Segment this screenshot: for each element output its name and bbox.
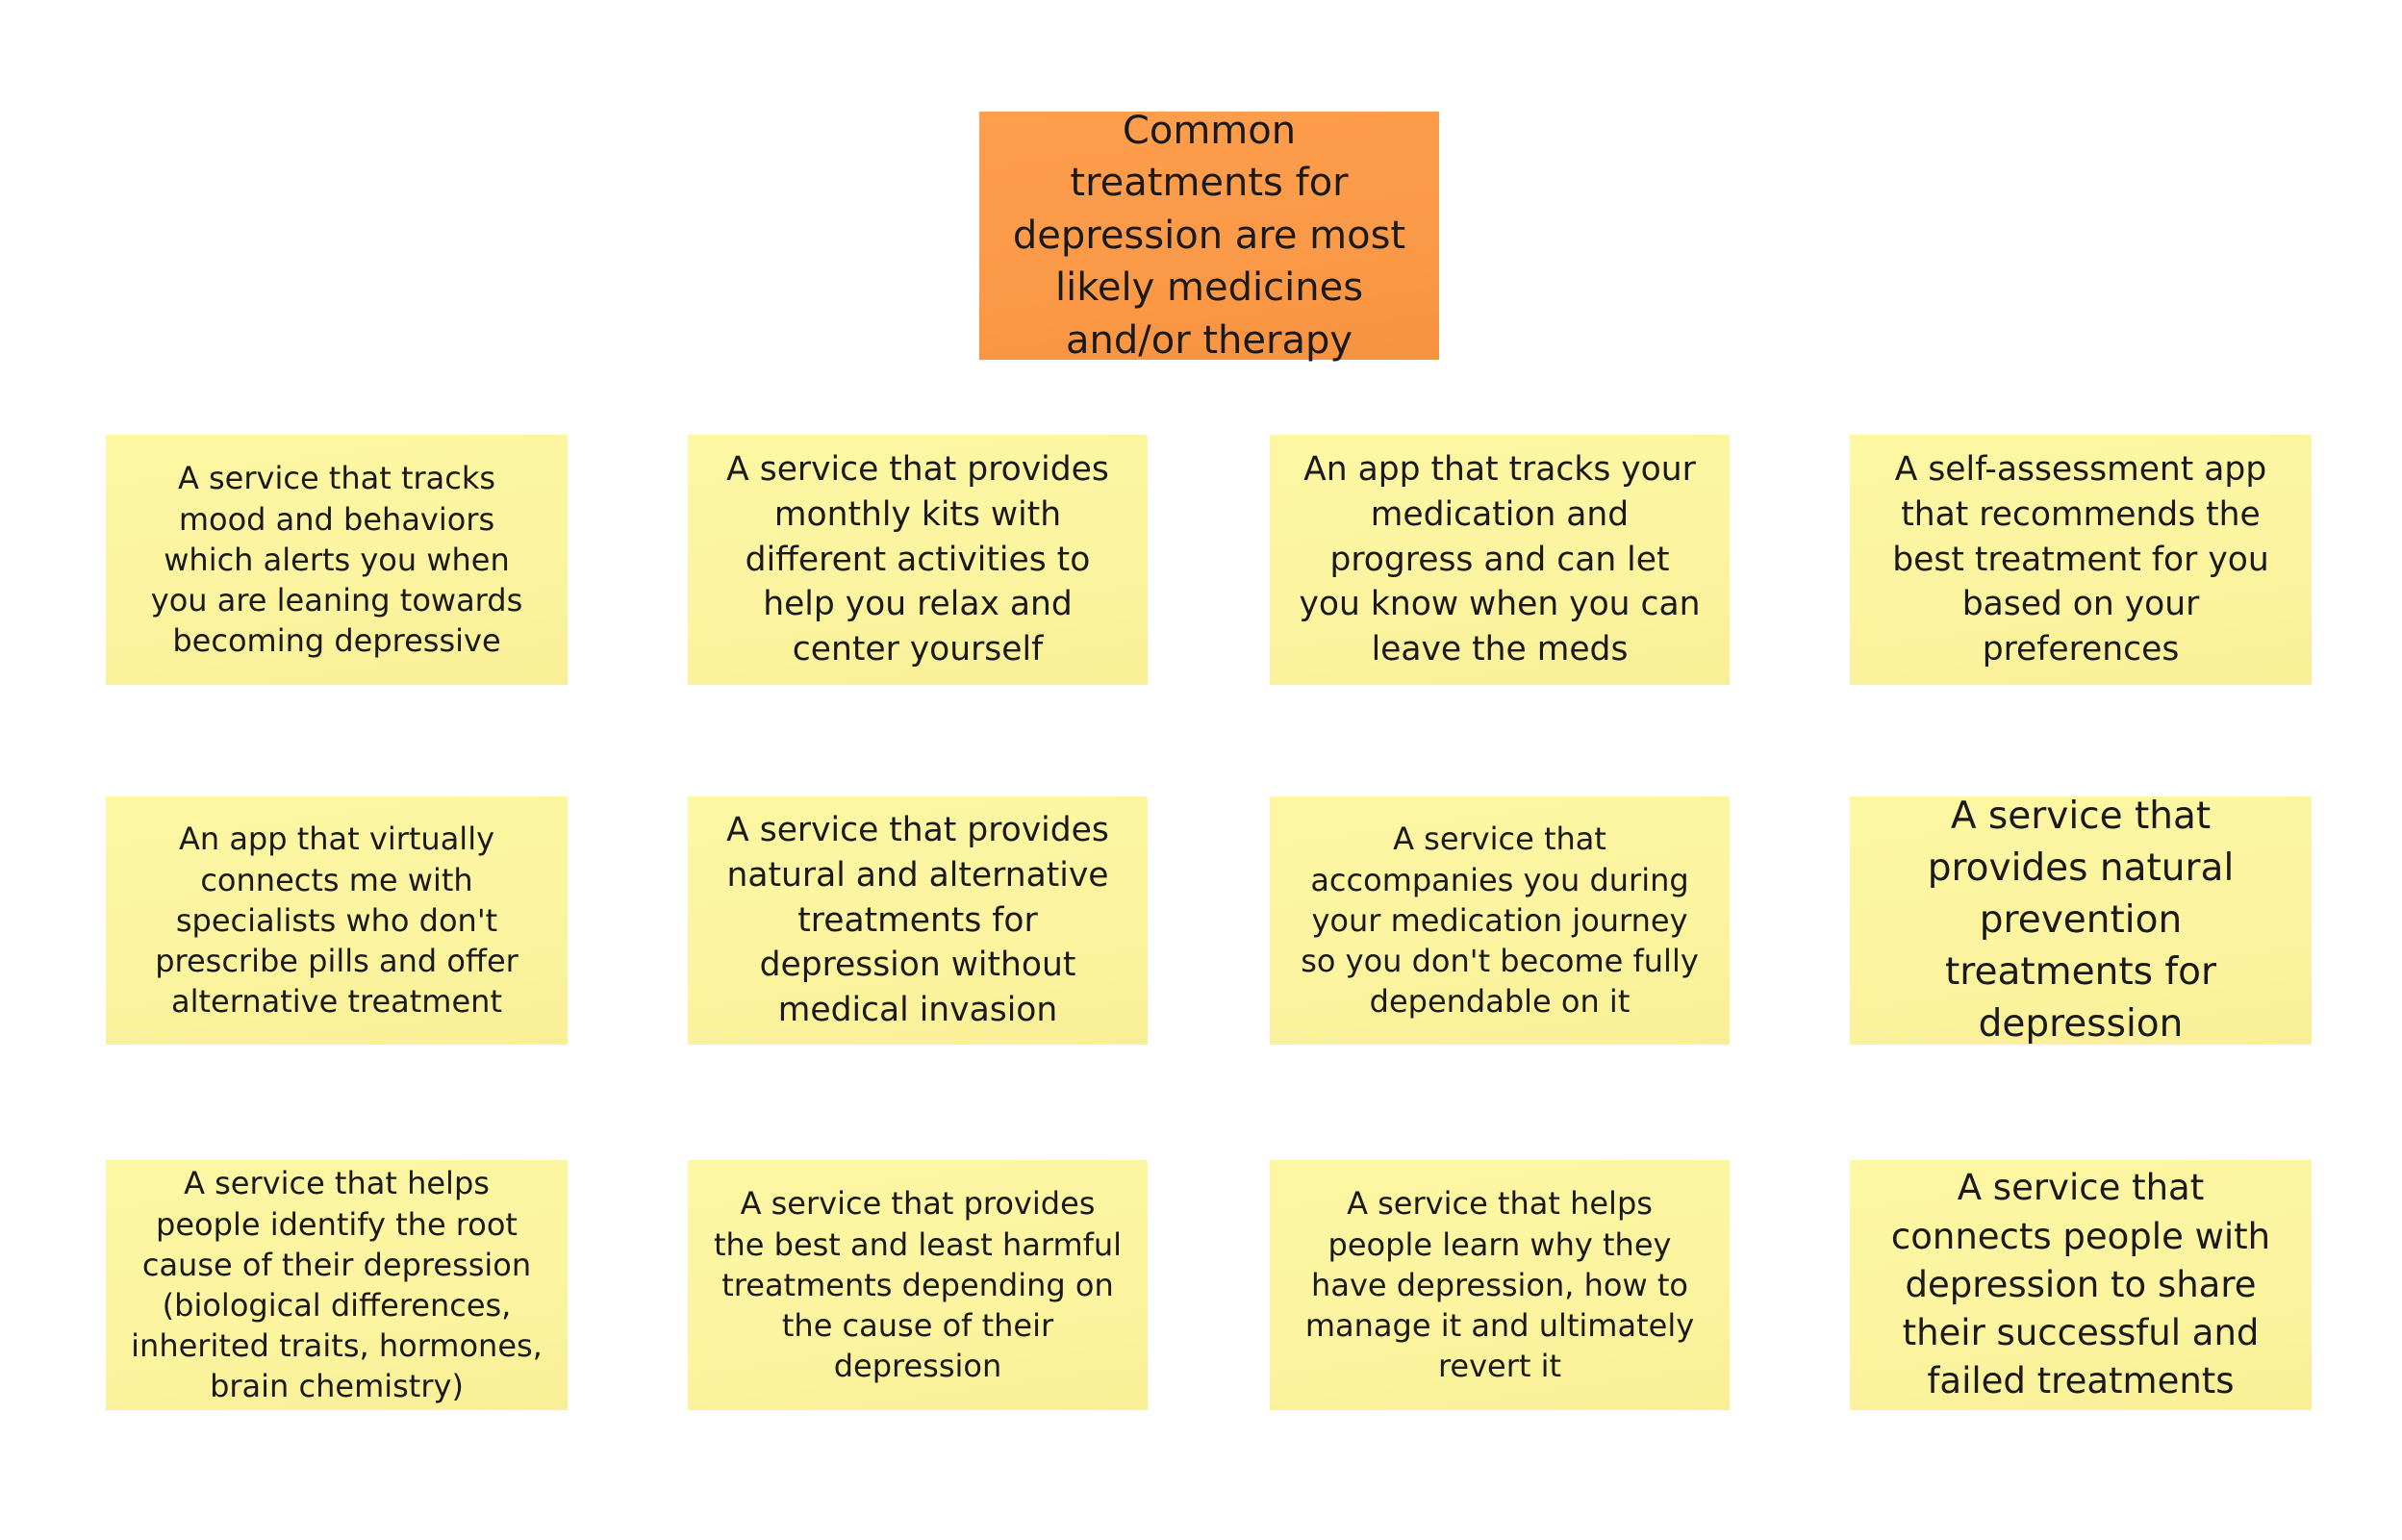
sticky-note-share-treatments[interactable]: A service that connects people with depr… — [1850, 1160, 2312, 1410]
sticky-note-text: A service that tracks mood and behaviors… — [150, 460, 523, 660]
sticky-note-medication-journey[interactable]: A service that accompanies you during yo… — [1270, 796, 1730, 1045]
sticky-note-text: A service that provides the best and lea… — [713, 1185, 1123, 1385]
sticky-note-text: A service that provides natural preventi… — [1927, 795, 2235, 1046]
sticky-note-text: A service that connects people with depr… — [1890, 1167, 2271, 1402]
sticky-note-mood-tracking[interactable]: A service that tracks mood and behaviors… — [106, 435, 568, 685]
sticky-note-text: A service that helps people learn why th… — [1304, 1185, 1695, 1385]
sticky-note-monthly-kits[interactable]: A service that provides monthly kits wit… — [688, 435, 1148, 685]
sticky-note-least-harmful[interactable]: A service that provides the best and lea… — [688, 1160, 1148, 1410]
sticky-note-text: An app that tracks your medication and p… — [1299, 449, 1701, 669]
sticky-note-text: A service that helps people identify the… — [131, 1165, 543, 1405]
sticky-note-natural-prevention[interactable]: A service that provides natural preventi… — [1850, 795, 2312, 1046]
sticky-note-virtual-specialists[interactable]: An app that virtually connects me with s… — [106, 796, 568, 1045]
sticky-note-text: A service that accompanies you during yo… — [1301, 820, 1699, 1021]
header-sticky-note[interactable]: Common treatments for depression are mos… — [979, 109, 1439, 363]
sticky-note-text: An app that virtually connects me with s… — [155, 820, 518, 1021]
sticky-note-natural-alternatives[interactable]: A service that provides natural and alte… — [688, 796, 1148, 1045]
sticky-note-root-cause[interactable]: A service that helps people identify the… — [106, 1160, 568, 1410]
sticky-note-text: A service that provides monthly kits wit… — [726, 449, 1109, 669]
sticky-note-learn-manage[interactable]: A service that helps people learn why th… — [1270, 1160, 1730, 1410]
sticky-note-self-assessment[interactable]: A self-assessment app that recommends th… — [1850, 435, 2312, 685]
sticky-note-medication-tracking[interactable]: An app that tracks your medication and p… — [1270, 435, 1730, 685]
sticky-note-text: A service that provides natural and alte… — [726, 810, 1109, 1030]
header-note-text: Common treatments for depression are mos… — [1012, 109, 1406, 363]
sticky-note-text: A self-assessment app that recommends th… — [1892, 449, 2269, 669]
